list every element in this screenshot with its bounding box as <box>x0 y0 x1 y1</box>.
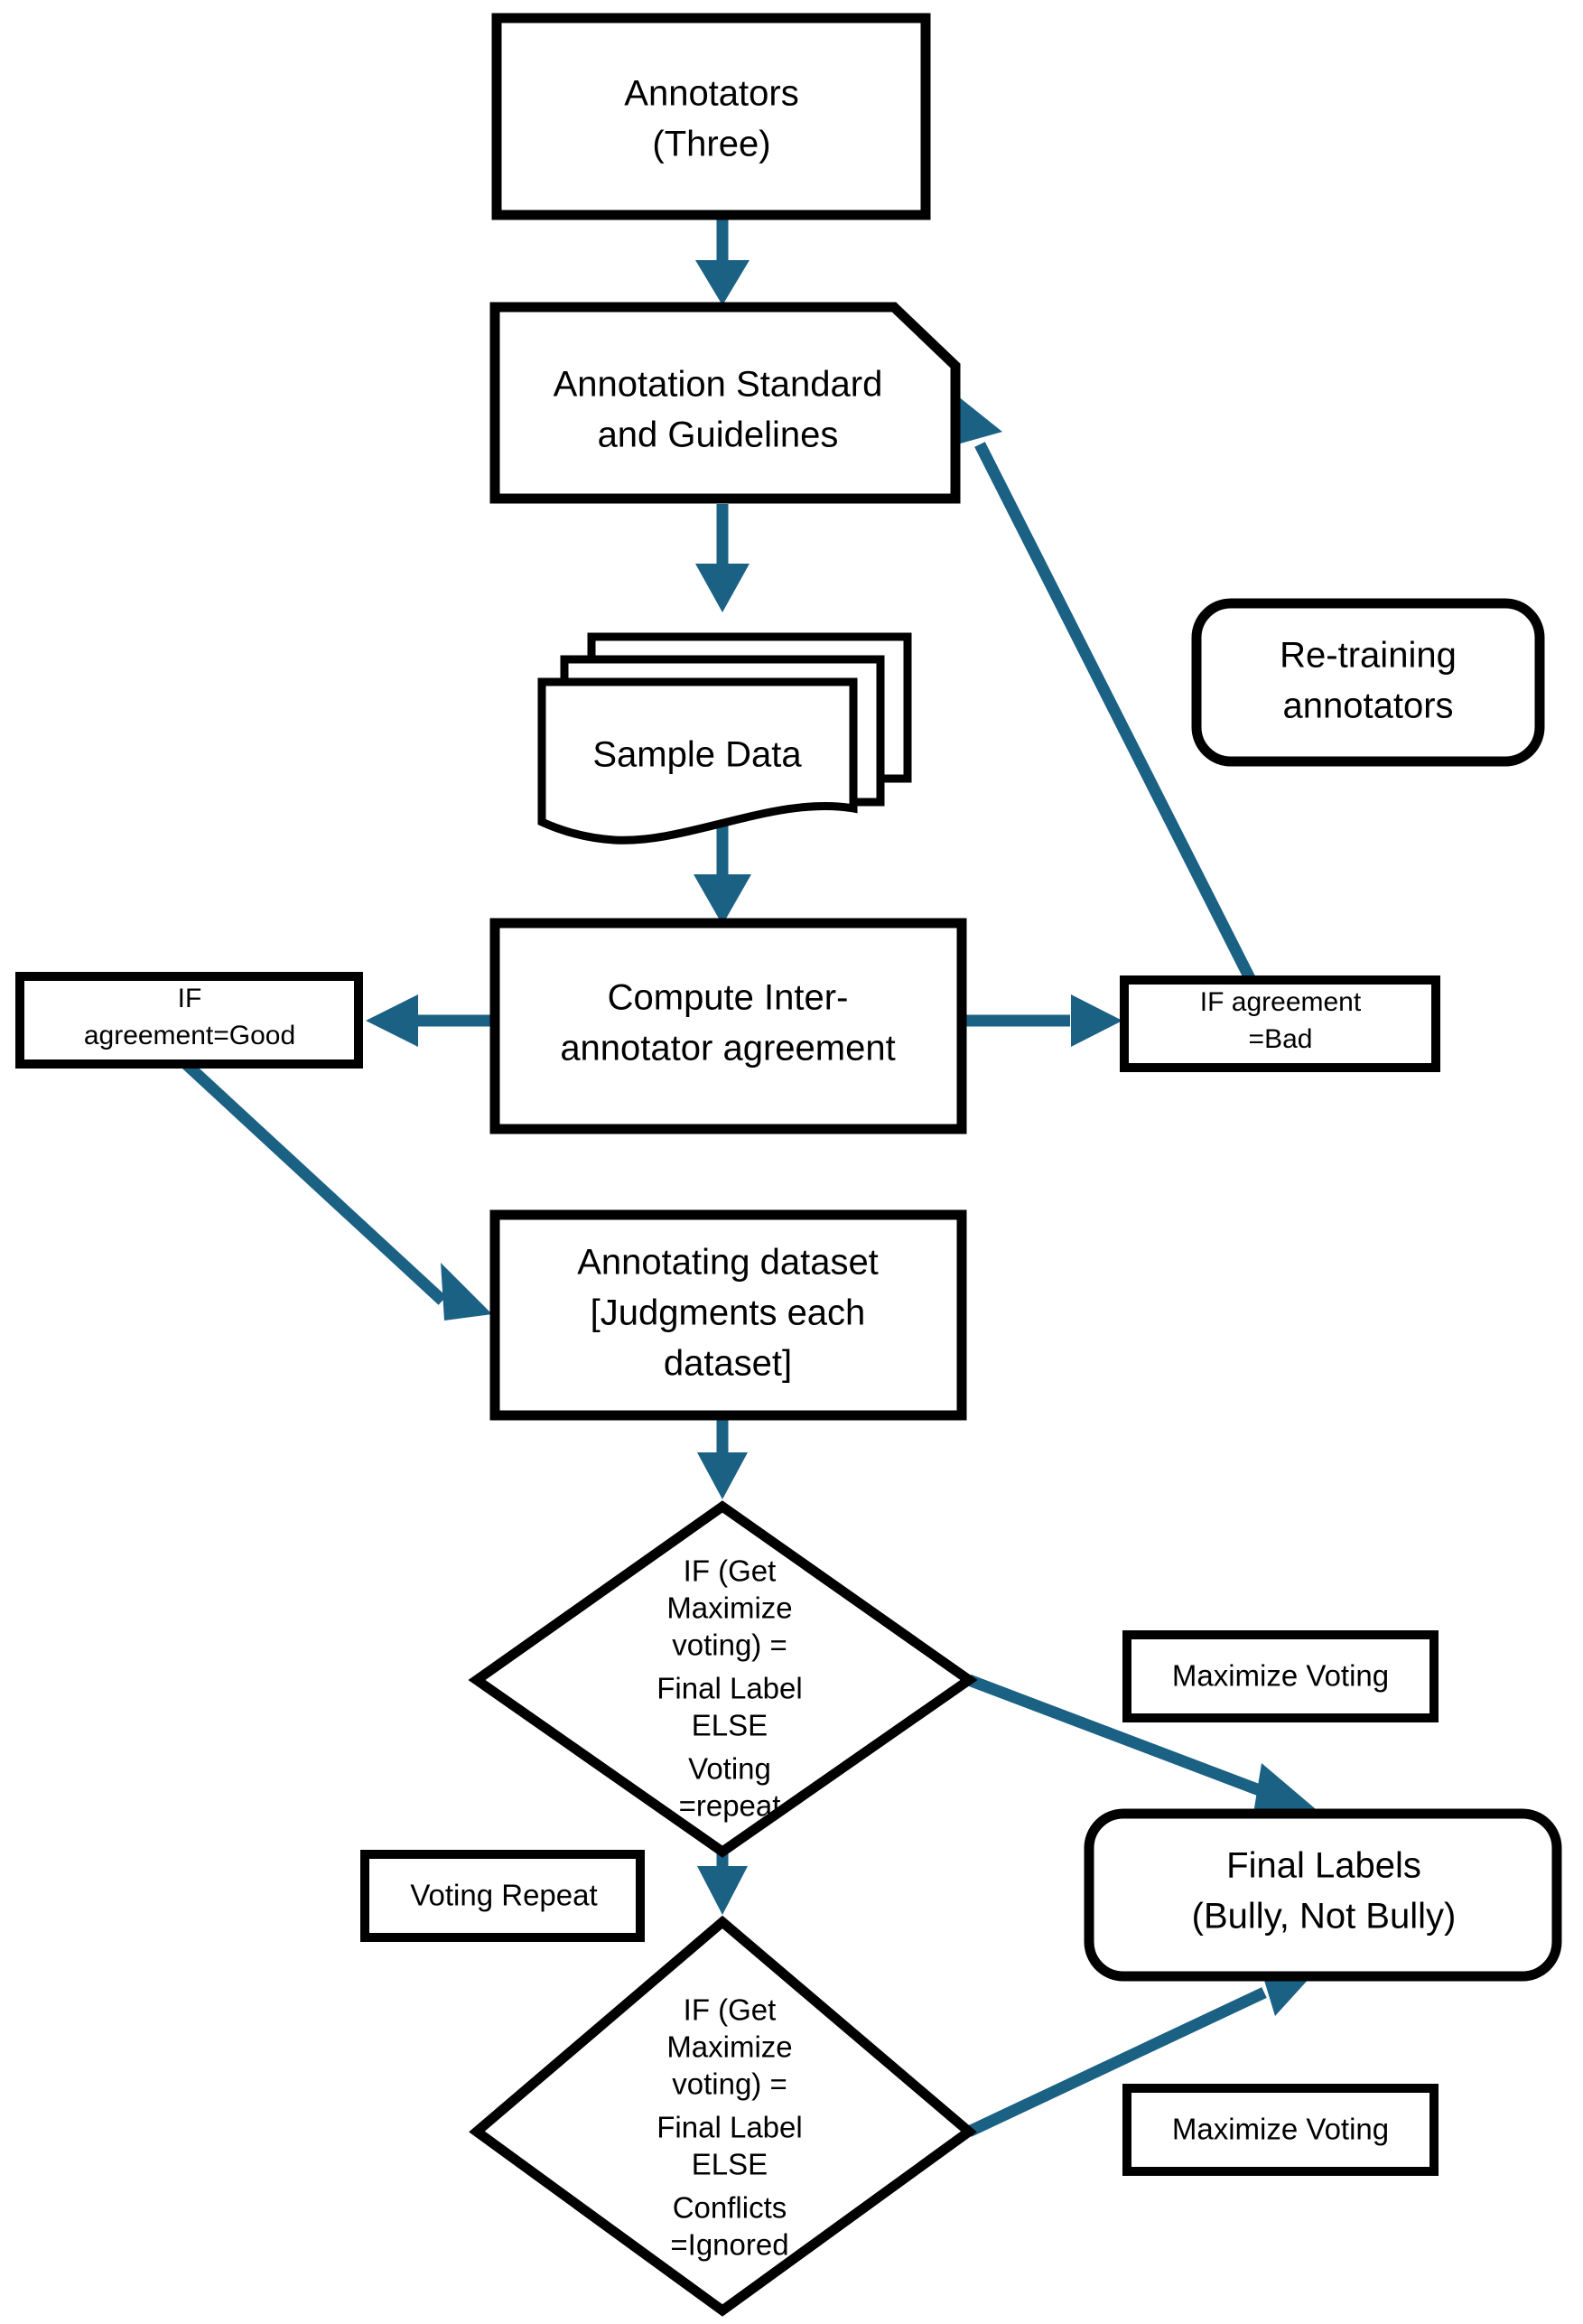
node-final-labels[interactable]: Final Labels (Bully, Not Bully) <box>1084 1808 1562 1982</box>
arrowhead-down-icon <box>695 260 750 305</box>
node-annotators[interactable]: Annotators (Three) <box>491 13 931 220</box>
edge-decision-voting-to-final-labels <box>966 1674 1321 1814</box>
node-decision-voting-line3: voting) = <box>672 1629 787 1662</box>
node-compute-agreement[interactable]: Compute Inter- annotator agreement <box>489 918 967 1134</box>
node-voting-repeat-line1: Voting Repeat <box>410 1879 597 1912</box>
node-sample-data[interactable]: Sample Data <box>537 632 912 845</box>
node-annotation-standard[interactable]: Annotation Standard and Guidelines <box>489 302 961 504</box>
node-compute-line1: Compute Inter- <box>608 978 849 1018</box>
node-decision-conflicts-line4: Final Label <box>656 2111 802 2144</box>
arrowhead-upleft-icon <box>957 396 1002 444</box>
node-if-good-line1: IF <box>178 984 202 1013</box>
node-decision-voting-line5: ELSE <box>692 1709 768 1742</box>
arrowhead-down-icon <box>695 564 750 612</box>
node-decision-voting-line4: Final Label <box>656 1672 802 1705</box>
node-compute-line2: annotator agreement <box>560 1029 895 1069</box>
arrowhead-down-icon <box>697 1866 748 1915</box>
node-annotation-standard-line1: Annotation Standard <box>554 365 883 405</box>
node-decision-conflicts-line6: Conflicts <box>673 2191 787 2225</box>
node-if-bad-line1: IF agreement <box>1200 987 1362 1017</box>
node-annotating-dataset[interactable]: Annotating dataset [Judgments each datas… <box>489 1209 967 1421</box>
arrowhead-right-icon <box>1071 994 1122 1047</box>
node-decision-voting-line2: Maximize <box>666 1591 792 1625</box>
node-annotating-line3: dataset] <box>664 1344 792 1384</box>
edge-compute-to-if-bad <box>962 994 1122 1047</box>
node-sample-data-line1: Sample Data <box>592 735 802 775</box>
node-decision-voting-line6: Voting <box>688 1752 771 1786</box>
node-decision-conflicts-line2: Maximize <box>666 2030 792 2064</box>
node-annotation-standard-line2: and Guidelines <box>598 415 839 455</box>
node-if-bad-line2: =Bad <box>1249 1024 1313 1054</box>
node-maximize-voting-top[interactable]: Maximize Voting <box>1122 1630 1439 1722</box>
node-decision-conflicts-line5: ELSE <box>692 2148 768 2181</box>
node-maximize-voting-top-line1: Maximize Voting <box>1172 1659 1389 1693</box>
node-decision-conflicts[interactable]: IF (Get Maximize voting) = Final Label E… <box>469 1915 977 2317</box>
arrowhead-down-icon <box>694 874 751 925</box>
node-retraining-line2: annotators <box>1282 686 1453 726</box>
arrowhead-downright-icon <box>441 1263 492 1321</box>
arrowhead-down-icon <box>697 1452 748 1499</box>
edge-annotating-to-decision-voting <box>697 1418 748 1499</box>
node-retraining-line1: Re-training <box>1280 636 1457 676</box>
node-if-agreement-good[interactable]: IF agreement=Good <box>15 972 363 1069</box>
edge-annotators-to-standard <box>695 219 750 305</box>
edge-standard-to-sample-data <box>695 504 750 612</box>
node-if-good-line2: agreement=Good <box>84 1021 295 1050</box>
node-decision-conflicts-line7: =Ignored <box>670 2228 788 2262</box>
node-final-labels-line1: Final Labels <box>1226 1846 1421 1886</box>
node-maximize-voting-bottom-line1: Maximize Voting <box>1172 2113 1389 2146</box>
node-if-agreement-bad[interactable]: IF agreement =Bad <box>1120 975 1440 1072</box>
node-annotating-line2: [Judgments each <box>591 1293 866 1333</box>
node-retraining-annotators[interactable]: Re-training annotators <box>1191 598 1545 767</box>
node-annotators-line1: Annotators <box>624 74 798 114</box>
node-final-labels-line2: (Bully, Not Bully) <box>1192 1897 1457 1937</box>
arrowhead-left-icon <box>366 994 418 1047</box>
node-annotators-line2: (Three) <box>652 125 770 164</box>
node-decision-voting-line7: =repeat <box>679 1789 781 1823</box>
node-voting-repeat[interactable]: Voting Repeat <box>360 1850 645 1942</box>
edge-if-bad-to-standard <box>957 396 1256 983</box>
arrowhead-downright-icon <box>1253 1763 1321 1814</box>
node-maximize-voting-bottom[interactable]: Maximize Voting <box>1122 2084 1439 2176</box>
node-decision-voting[interactable]: IF (Get Maximize voting) = Final Label E… <box>468 1500 978 1858</box>
node-decision-voting-line1: IF (Get <box>684 1554 777 1588</box>
node-annotating-line1: Annotating dataset <box>577 1243 879 1283</box>
edge-compute-to-if-good <box>366 994 495 1047</box>
node-decision-conflicts-line1: IF (Get <box>684 1993 777 2027</box>
node-decision-conflicts-line3: voting) = <box>672 2067 787 2101</box>
edge-if-good-to-annotating <box>182 1059 492 1321</box>
